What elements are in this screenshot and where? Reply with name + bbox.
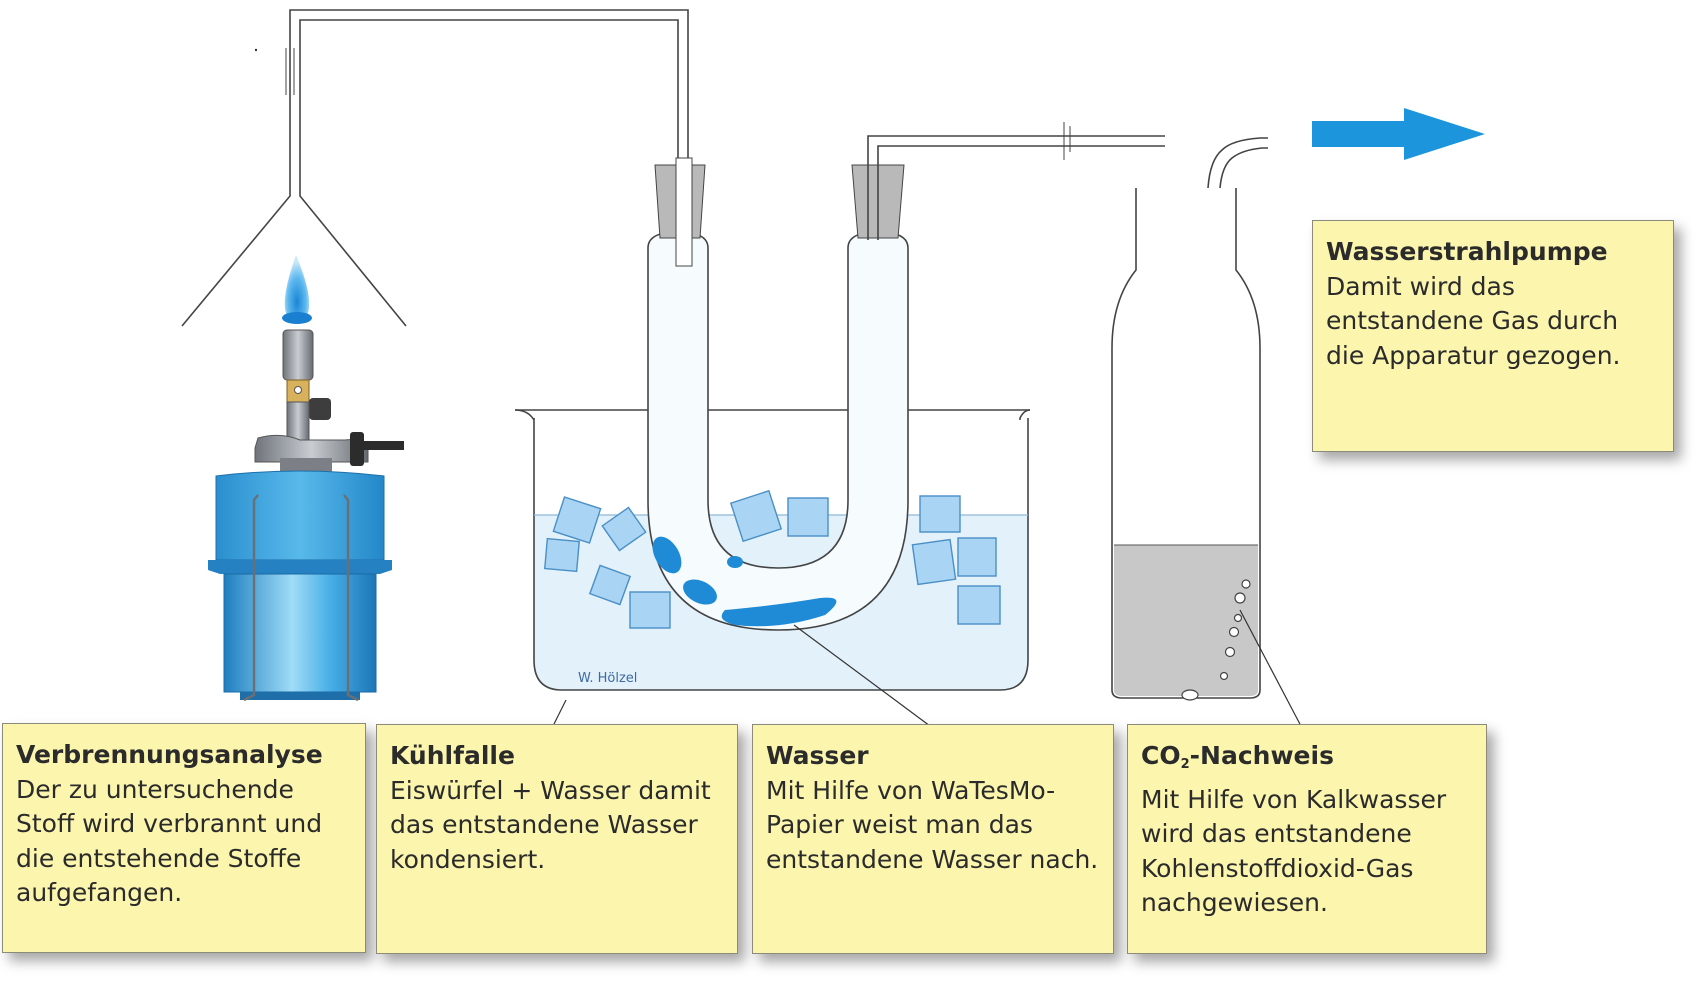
suction-direction-arrow-icon [1312,108,1485,160]
co2-prefix: CO [1141,741,1181,770]
note-body: Mit Hilfe von Kalkwasser wird das entsta… [1141,784,1447,918]
note-title: Verbrennungsanalyse [16,740,323,769]
co2-suffix: -Nachweis [1189,741,1334,770]
note-combustion-analysis: Verbrennungsanalyse Der zu untersuchende… [2,723,366,953]
co2-subscript: 2 [1180,757,1190,772]
note-co2-detection: CO2-Nachweis Mit Hilfe von Kalkwasser wi… [1127,724,1487,954]
note-body: Damit wird das entstandene Gas durch die… [1326,271,1621,370]
flame-base [282,312,312,324]
note-title: CO2-Nachweis [1141,739,1476,783]
note-title: Kühlfalle [390,741,515,770]
leader-lines [553,609,1303,729]
ice-bath-beaker [514,409,1031,691]
note-water-jet-pump: Wasserstrahlpumpe Damit wird das entstan… [1312,220,1674,452]
note-cold-trap: Kühlfalle Eiswürfel + Wasser damit das e… [376,724,738,954]
u-tube [647,157,909,631]
wash-bottle [1111,137,1268,701]
flame-icon [284,255,310,322]
ice-cubes [543,489,1001,629]
dot-mark [254,48,258,52]
collection-funnel [181,9,689,327]
note-water: Wasser Mit Hilfe von WaTesMo-Papier weis… [752,724,1114,954]
note-body: Der zu untersuchende Stoff wird verbrann… [16,774,323,908]
connecting-tube [867,122,1165,240]
note-body: Mit Hilfe von WaTesMo-Papier weist man d… [766,775,1099,874]
note-body: Eiswürfel + Wasser damit das entstandene… [390,775,711,874]
note-title: Wasser [766,741,869,770]
gas-burner [208,329,404,702]
note-title: Wasserstrahlpumpe [1326,237,1608,266]
signature: W. Hölzel [578,671,637,686]
